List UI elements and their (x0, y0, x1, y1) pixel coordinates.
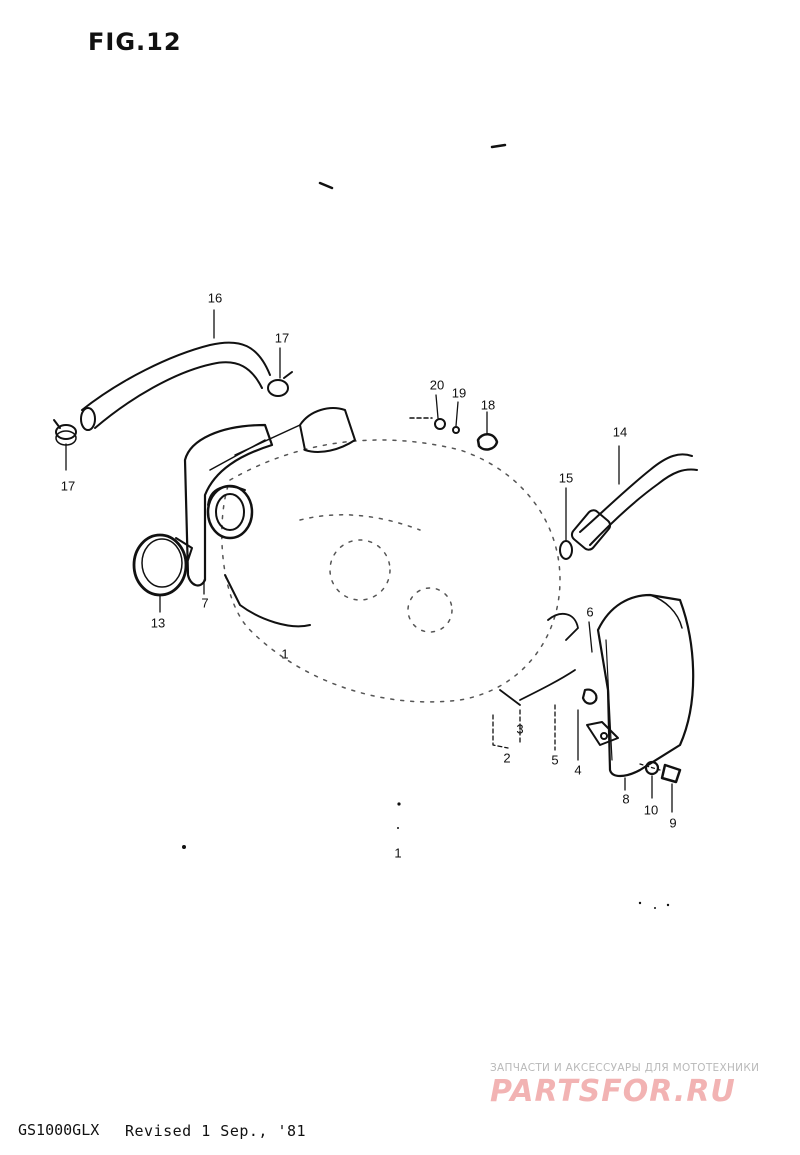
callout-10: 10 (643, 802, 659, 818)
small-parts-2-6 (492, 613, 598, 751)
bolt-9 (639, 763, 682, 784)
callout-16: 16 (207, 290, 223, 306)
callout-18: 18 (480, 397, 496, 413)
washer-10 (644, 760, 660, 776)
small-parts-18-20 (409, 417, 499, 451)
breather-hose-16 (80, 341, 271, 431)
callout-1: 1 (281, 646, 289, 662)
footer-revision: Revised 1 Sep., '81 (125, 1122, 307, 1140)
callout-2: 2 (503, 750, 511, 766)
callout-7: 7 (201, 595, 209, 611)
leader-lines (65, 309, 673, 813)
callout-14: 14 (612, 424, 628, 440)
clamp-band-13 (132, 533, 193, 597)
engine-block-1 (221, 439, 561, 703)
watermark-tagline: ЗАПЧАСТИ И АКСЕССУАРЫ ДЛЯ МОТОТЕХНИКИ (490, 1062, 760, 1074)
callout-19: 19 (451, 385, 467, 401)
callout-5: 5 (551, 752, 559, 768)
callout-8: 8 (622, 791, 630, 807)
breather-cover-7 (183, 423, 301, 587)
hose-clamp-17-right (267, 371, 293, 397)
footer-model: GS1000GLX (18, 1121, 100, 1139)
callout-4: 4 (574, 762, 582, 778)
stray-mark (318, 181, 334, 190)
stray-mark (490, 143, 507, 149)
callout-17: 17 (274, 330, 290, 346)
callout-13: 13 (150, 615, 166, 631)
engine-cover-bracket (224, 407, 356, 628)
callout-15: 15 (558, 470, 574, 486)
callout-17: 17 (60, 478, 76, 494)
callout-1: 1 (394, 845, 402, 861)
callout-3: 3 (516, 721, 524, 737)
callout-9: 9 (669, 815, 677, 831)
watermark-logo: PARTSFOR.RU (490, 1074, 736, 1109)
bracket-4 (586, 721, 619, 746)
hose-clip-15 (559, 540, 573, 560)
callout-20: 20 (429, 377, 445, 393)
hose-14 (570, 453, 698, 551)
stray-dots (182, 802, 670, 909)
cover-plate-8 (596, 593, 695, 778)
figure-title: FIG.12 (88, 28, 182, 56)
callout-6: 6 (586, 604, 594, 620)
seal-ring (206, 484, 254, 540)
hose-clamp-17-left (53, 419, 77, 446)
